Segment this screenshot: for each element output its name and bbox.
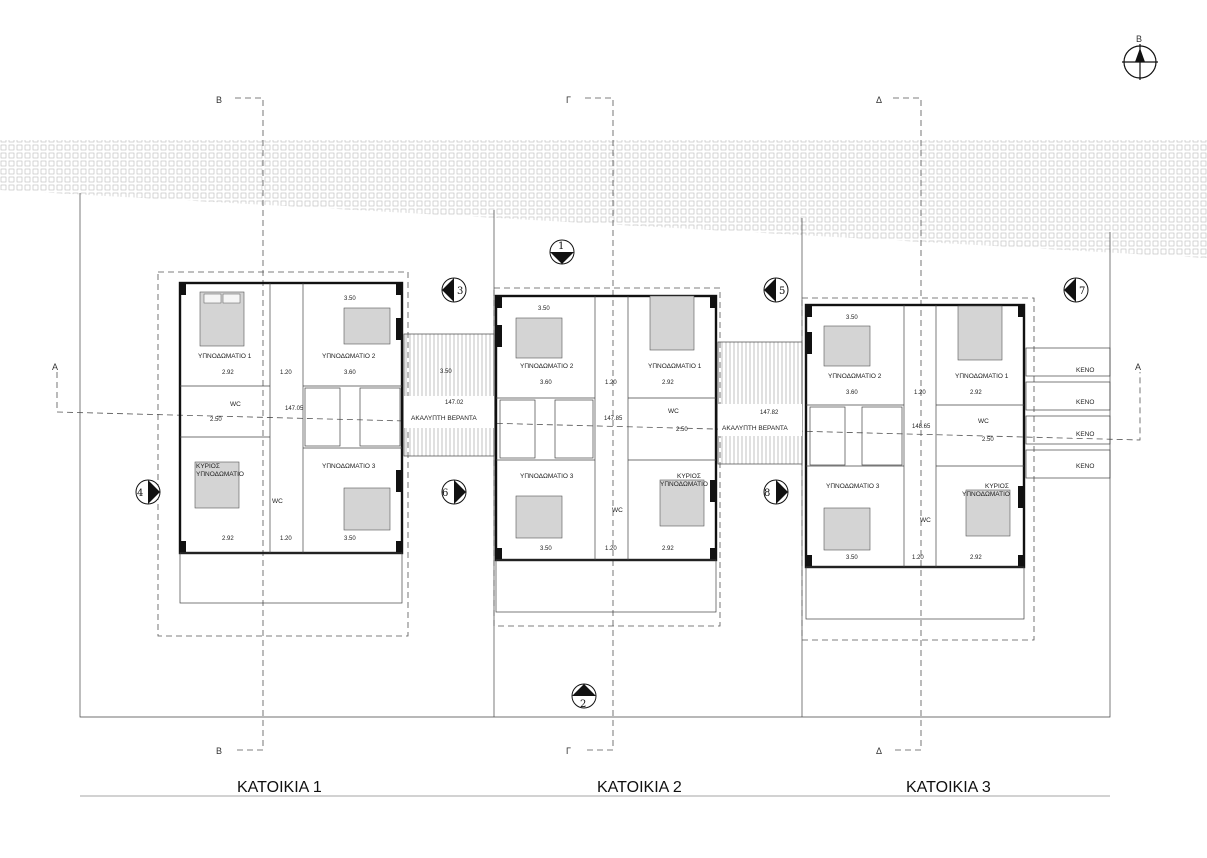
unit-3-caption: ΚΑΤΟΙΚΙΑ 3 xyxy=(906,779,991,796)
veranda-2-label: ΑΚΑΛΥΠΤΗ ΒΕΡΑΝΤΑ xyxy=(722,425,788,432)
footprint-outline-3 xyxy=(801,297,1035,641)
unit-1-caption: ΚΑΤΟΙΚΙΑ 1 xyxy=(237,779,322,796)
unit-3-dim: 2.92 xyxy=(970,555,982,561)
section-mark-g-top: Γ xyxy=(566,95,571,105)
unit-1-master-label-1: ΚΥΡΙΟΣ xyxy=(196,463,220,470)
unit-2-plan xyxy=(494,294,718,613)
veranda-2-level: 147.82 xyxy=(760,410,779,416)
unit-2-dim: 1.20 xyxy=(605,546,617,552)
unit-3-level: 148.65 xyxy=(912,424,931,430)
section-mark-b-top: Β xyxy=(216,95,222,105)
unit-2-bedroom-1-label: ΥΠΝΟΔΩΜΑΤΙΟ 1 xyxy=(648,363,702,370)
unit-3-wc-2-label: WC xyxy=(920,517,931,524)
void-label-2: ΚΕΝΟ xyxy=(1076,399,1094,406)
elevation-marker-3 xyxy=(441,277,467,303)
elevation-marker-6 xyxy=(441,479,467,505)
unit-2-dim: 3.50 xyxy=(538,306,550,312)
unit-3-dim: 1.20 xyxy=(914,390,926,396)
unit-2-dim: 2.50 xyxy=(676,427,688,433)
marker-4-label: 4 xyxy=(137,488,143,499)
unit-1-bedroom-1-label: ΥΠΝΟΔΩΜΑΤΙΟ 1 xyxy=(198,353,252,360)
north-label: Β xyxy=(1136,34,1142,44)
unit-1-dim: 2.92 xyxy=(222,370,234,376)
unit-1-dim: 1.20 xyxy=(280,370,292,376)
veranda-2 xyxy=(717,341,803,465)
unit-2-caption: ΚΑΤΟΙΚΙΑ 2 xyxy=(597,779,682,796)
section-mark-b-bottom: Β xyxy=(216,746,222,756)
section-lines xyxy=(56,97,1141,751)
unit-2-bedroom-2-label: ΥΠΝΟΔΩΜΑΤΙΟ 2 xyxy=(520,363,574,370)
unit-1-dim: 2.50 xyxy=(210,417,222,423)
unit-1-dim: 2.92 xyxy=(222,536,234,542)
veranda-1-label: ΑΚΑΛΥΠΤΗ ΒΕΡΑΝΤΑ xyxy=(411,415,477,422)
unit-3-bedroom-3-label: ΥΠΝΟΔΩΜΑΤΙΟ 3 xyxy=(826,483,880,490)
north-arrow-icon xyxy=(1122,44,1158,80)
unit-3-bedroom-2-label: ΥΠΝΟΔΩΜΑΤΙΟ 2 xyxy=(828,373,882,380)
unit-3-dim: 3.50 xyxy=(846,315,858,321)
unit-3-wc-1-label: WC xyxy=(978,418,989,425)
unit-1-level: 147.05 xyxy=(285,406,304,412)
marker-3-label: 3 xyxy=(457,286,463,297)
void-label-1: ΚΕΝΟ xyxy=(1076,367,1094,374)
unit-2-dim: 3.60 xyxy=(540,380,552,386)
section-mark-a-right: Α xyxy=(1135,362,1141,372)
unit-1-wc-1-label: WC xyxy=(230,401,241,408)
elevation-marker-8 xyxy=(763,479,789,505)
unit-1-bedroom-2-label: ΥΠΝΟΔΩΜΑΤΙΟ 2 xyxy=(322,353,376,360)
unit-2-dim: 2.92 xyxy=(662,546,674,552)
unit-2-dim: 2.92 xyxy=(662,380,674,386)
unit-1-dim: 3.60 xyxy=(344,370,356,376)
unit-2-dim: 3.50 xyxy=(540,546,552,552)
marker-7-label: 7 xyxy=(1079,286,1085,297)
unit-3-dim: 2.50 xyxy=(982,437,994,443)
veranda-1-level: 147.02 xyxy=(445,400,464,406)
section-mark-g-bottom: Γ xyxy=(566,746,571,756)
unit-1-dim: 3.50 xyxy=(344,536,356,542)
road-hatch-band xyxy=(0,140,1207,258)
unit-1-plan xyxy=(178,281,404,604)
unit-1-dim: 1.20 xyxy=(280,536,292,542)
veranda-1-dim: 3.50 xyxy=(440,369,452,375)
elevation-marker-2 xyxy=(571,683,597,709)
section-mark-d-bottom: Δ xyxy=(876,746,882,756)
elevation-marker-1 xyxy=(549,239,575,265)
unit-1-wc-2-label: WC xyxy=(272,498,283,505)
unit-3-dim: 1.20 xyxy=(912,555,924,561)
unit-3-plan xyxy=(804,303,1026,620)
void-boxes xyxy=(1025,347,1111,479)
marker-8-label: 8 xyxy=(764,488,770,499)
marker-1-label: 1 xyxy=(558,241,564,252)
elevation-marker-4 xyxy=(135,479,161,505)
section-mark-d-top: Δ xyxy=(876,95,882,105)
unit-3-dim: 3.50 xyxy=(846,555,858,561)
unit-2-level: 147.85 xyxy=(604,416,623,422)
elevation-marker-5 xyxy=(763,277,789,303)
unit-3-master-label-2: ΥΠΝΟΔΩΜΑΤΙΟ xyxy=(962,491,1010,498)
elevation-marker-7 xyxy=(1063,277,1089,303)
unit-2-wc-2-label: WC xyxy=(612,507,623,514)
unit-1-dim: 3.50 xyxy=(344,296,356,302)
unit-2-master-label-1: ΚΥΡΙΟΣ xyxy=(677,473,701,480)
unit-3-dim: 2.92 xyxy=(970,390,982,396)
unit-1-master-label-2: ΥΠΝΟΔΩΜΑΤΙΟ xyxy=(196,471,244,478)
unit-2-wc-1-label: WC xyxy=(668,408,679,415)
unit-2-bedroom-3-label: ΥΠΝΟΔΩΜΑΤΙΟ 3 xyxy=(520,473,574,480)
void-label-3: ΚΕΝΟ xyxy=(1076,431,1094,438)
unit-3-dim: 3.60 xyxy=(846,390,858,396)
marker-6-label: 6 xyxy=(442,488,448,499)
unit-2-master-label-2: ΥΠΝΟΔΩΜΑΤΙΟ xyxy=(660,481,708,488)
marker-2-label: 2 xyxy=(580,699,586,710)
marker-5-label: 5 xyxy=(779,286,785,297)
void-label-4: ΚΕΝΟ xyxy=(1076,463,1094,470)
unit-3-master-label-1: ΚΥΡΙΟΣ xyxy=(985,483,1009,490)
unit-1-bedroom-3-label: ΥΠΝΟΔΩΜΑΤΙΟ 3 xyxy=(322,463,376,470)
section-mark-a-left: Α xyxy=(52,362,58,372)
unit-3-bedroom-1-label: ΥΠΝΟΔΩΜΑΤΙΟ 1 xyxy=(955,373,1009,380)
veranda-1 xyxy=(403,333,495,457)
unit-2-dim: 1.20 xyxy=(605,380,617,386)
